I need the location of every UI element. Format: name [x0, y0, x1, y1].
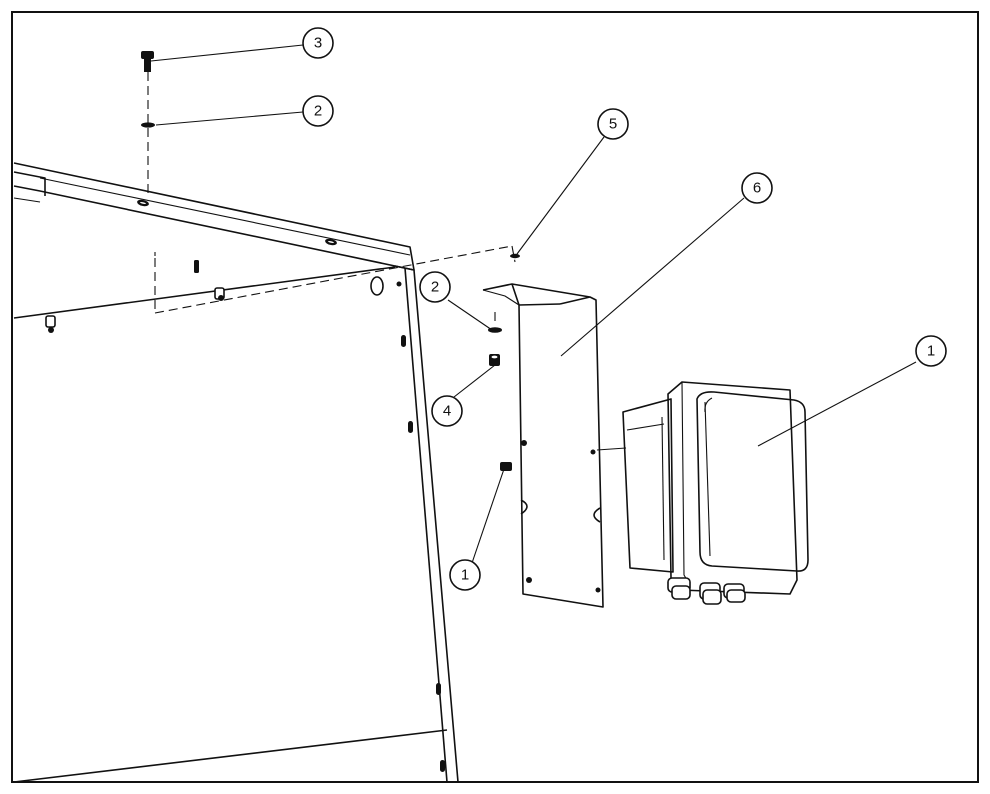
svg-text:4: 4	[443, 403, 451, 420]
screw-1	[500, 462, 512, 471]
svg-text:1: 1	[927, 343, 935, 360]
svg-text:6: 6	[753, 180, 761, 197]
drawing-frame	[11, 11, 979, 783]
svg-text:2: 2	[314, 103, 322, 120]
mounting-bracket	[482, 283, 627, 608]
svg-text:1: 1	[461, 567, 469, 584]
callout-3-top: 3	[302, 27, 334, 59]
svg-text:5: 5	[609, 116, 617, 133]
enclosure-box	[622, 381, 809, 605]
clip-left	[45, 315, 56, 333]
washer-2-top	[141, 122, 155, 128]
screw-3	[141, 51, 154, 72]
washer-5	[510, 253, 520, 259]
washer-2-mid	[488, 327, 502, 333]
cabinet	[13, 162, 459, 783]
clip-middle	[214, 287, 225, 301]
nut-4	[489, 354, 500, 366]
callout-2-top: 2	[302, 95, 334, 127]
leader-lines	[150, 44, 917, 564]
callout-2-mid: 2	[419, 271, 451, 303]
callout-5: 5	[597, 108, 629, 140]
callout-6: 6	[741, 172, 773, 204]
cable-glands	[667, 577, 746, 605]
callout-4: 4	[431, 395, 463, 427]
callout-1-right: 1	[915, 335, 947, 367]
assembly-lines	[147, 72, 516, 322]
svg-text:3: 3	[314, 35, 322, 52]
svg-text:2: 2	[431, 279, 439, 296]
callout-1-bottom: 1	[449, 559, 481, 591]
